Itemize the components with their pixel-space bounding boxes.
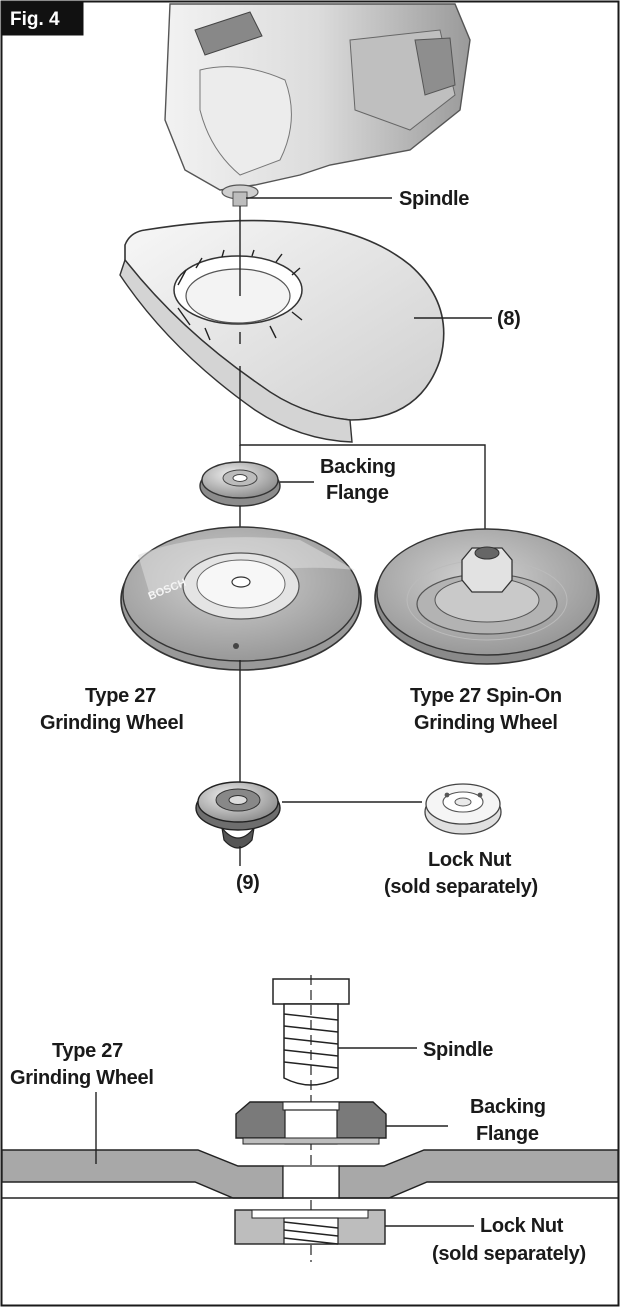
label-spindle-section: Spindle xyxy=(423,1039,493,1061)
label-guard-8: (8) xyxy=(497,308,521,330)
grinder-tool-illustration xyxy=(164,3,471,207)
label-backing-flange-section-2: Flange xyxy=(476,1123,539,1145)
flange-nut-illustration xyxy=(195,781,281,849)
label-lock-nut-section-2: (sold separately) xyxy=(432,1243,586,1265)
label-type27-wheel-2: Grinding Wheel xyxy=(40,712,184,734)
label-lock-nut-top-2: (sold separately) xyxy=(384,876,538,898)
label-spindle-top: Spindle xyxy=(399,188,469,210)
cross-section-illustration xyxy=(1,975,619,1262)
label-type27-wheel-1: Type 27 xyxy=(85,685,156,707)
wheel-guard-illustration xyxy=(119,219,445,443)
backing-flange-illustration xyxy=(199,461,281,507)
label-backing-flange-top-2: Flange xyxy=(326,482,389,504)
label-type27-wheel-section-2: Grinding Wheel xyxy=(10,1067,154,1089)
spin-on-grinding-wheel-illustration xyxy=(374,528,600,665)
label-spin-on-wheel-1: Type 27 Spin-On xyxy=(410,685,562,707)
figure-tag-text: Fig. 4 xyxy=(10,9,60,30)
type27-grinding-wheel-illustration: BOSCH xyxy=(120,526,362,671)
figure-tag: Fig. 4 xyxy=(1,1,84,36)
label-flange-nut-9: (9) xyxy=(236,872,260,894)
label-type27-wheel-section-1: Type 27 xyxy=(52,1040,123,1062)
label-lock-nut-top-1: Lock Nut xyxy=(428,849,512,871)
lock-nut-illustration xyxy=(424,783,502,835)
label-lock-nut-section-1: Lock Nut xyxy=(480,1215,564,1237)
label-backing-flange-section-1: Backing xyxy=(470,1096,546,1118)
label-backing-flange-top-1: Backing xyxy=(320,456,396,478)
label-spin-on-wheel-2: Grinding Wheel xyxy=(414,712,558,734)
